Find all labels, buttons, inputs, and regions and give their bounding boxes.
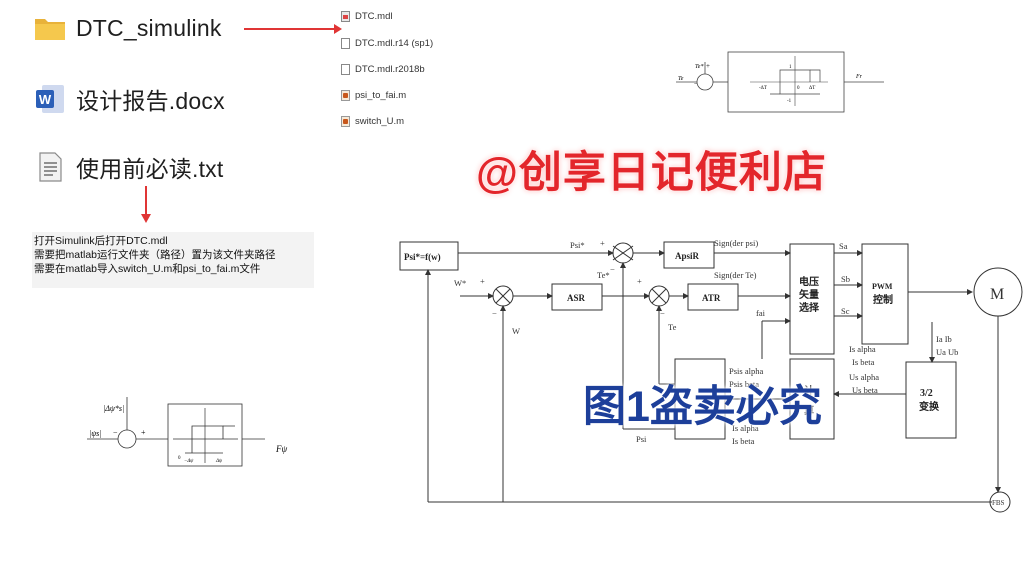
t32-label-1: 3/2 — [920, 388, 933, 399]
minus-sign: − — [660, 308, 665, 318]
plus-sign: + — [480, 276, 485, 286]
psis-beta-label: Psis beta — [729, 379, 759, 389]
dtc-block-diagram: Psi*=f(w) ApsiR ASR ATR 电压 矢量 选择 PWM 控制 … — [399, 238, 1023, 513]
vsel-label-3: 选择 — [799, 301, 820, 314]
t32-label-2: 变换 — [919, 400, 940, 413]
sa-label: Sa — [839, 241, 848, 251]
file-row-report-docx[interactable]: W 设计报告.docx — [34, 82, 225, 116]
sign-psi-label: Sign(der psi) — [714, 238, 758, 248]
note-line: 打开Simulink后打开DTC.mdl — [34, 235, 168, 247]
sb-label: Sb — [841, 274, 850, 284]
ia-ib-label: Ia Ib — [936, 334, 952, 344]
subfile-name: DTC.mdl.r14 (sp1) — [355, 38, 434, 49]
flux-hysteresis-diagram: |Δψ*s| |ψs| − + 0 −Δψ Δψ Fψ — [87, 397, 287, 467]
flux-input-label: |ψs| — [89, 429, 101, 438]
file-name: 设计报告.docx — [76, 88, 225, 114]
note-line: 需要把matlab运行文件夹（路径）置为该文件夹路径 — [34, 249, 276, 261]
us-alpha-label: Us alpha — [849, 372, 879, 382]
subfile-switch-u[interactable]: switch_U.m — [341, 116, 404, 127]
flux-ref-label: |Δψ*s| — [103, 404, 124, 413]
fbs-label: FBS — [992, 499, 1005, 507]
torque-hysteresis-diagram: Te Te* + − 1 -1 0 -ΔT ΔT Fr — [676, 51, 884, 113]
vsel-label-1: 电压 — [799, 275, 819, 288]
pos-delta-label: ΔT — [809, 86, 815, 91]
fai-label: fai — [756, 308, 766, 318]
level-neg-label: -1 — [787, 99, 792, 104]
level-pos-label: 1 — [789, 65, 792, 70]
subfile-name: psi_to_fai.m — [355, 90, 407, 101]
subfile-dtc-mdl[interactable]: DTC.mdl — [341, 11, 392, 22]
svg-text:W: W — [39, 92, 52, 107]
file-icon — [341, 64, 350, 75]
torque-input-label: Te — [678, 76, 684, 82]
minus-sign: − — [113, 428, 118, 437]
pwm-label-1: PWM — [872, 282, 893, 291]
neg-delta-label: -ΔT — [759, 86, 767, 91]
sign-te-label: Sign(der Te) — [714, 270, 757, 280]
plus-sign: + — [600, 238, 605, 248]
subfile-dtc-mdl-r14[interactable]: DTC.mdl.r14 (sp1) — [341, 38, 433, 49]
psi-f-block-label: Psi*=f(w) — [404, 252, 441, 262]
is-alpha-2-label: Is alpha — [732, 423, 759, 433]
asr-block-label: ASR — [567, 293, 586, 303]
subfile-name: DTC.mdl — [355, 11, 393, 22]
subfile-psi-to-fai[interactable]: psi_to_fai.m — [341, 90, 406, 101]
folder-icon — [34, 12, 66, 44]
minus-sign: − — [492, 308, 497, 318]
copyright-stamp: 图1盗卖必究 — [583, 383, 822, 431]
file-name: 使用前必读.txt — [76, 156, 224, 182]
psi-star-label: Psi* — [570, 240, 585, 250]
is-beta-label: Is beta — [852, 357, 875, 367]
pwm-label-2: 控制 — [873, 293, 893, 306]
calc-label-1: 计 — [804, 384, 814, 397]
text-file-icon — [34, 151, 66, 183]
atr-block-label: ATR — [702, 293, 721, 303]
te-label: Te — [668, 322, 677, 332]
minus-sign: − — [694, 80, 698, 88]
zero-label: 0 — [797, 86, 800, 91]
torque-output-label: Fr — [855, 74, 863, 80]
word-doc-icon: W — [34, 83, 66, 115]
plus-sign: + — [141, 428, 146, 437]
torque-ref-label: Te* — [695, 64, 703, 70]
matlab-script-icon — [341, 116, 350, 127]
shop-watermark: @创享日记便利店 — [476, 149, 827, 197]
plus-sign: + — [637, 276, 642, 286]
pos-delta-label: Δψ — [215, 459, 223, 464]
minus-sign: − — [610, 264, 615, 274]
psis-alpha-label: Psis alpha — [729, 366, 763, 376]
plus-sign: + — [706, 62, 710, 70]
apsir-block-label: ApsiR — [675, 251, 700, 261]
note-line: 需要在matlab导入switch_U.m和psi_to_fai.m文件 — [34, 263, 261, 275]
sc-label: Sc — [841, 306, 850, 316]
neg-delta-label: −Δψ — [184, 459, 194, 464]
readme-note: 打开Simulink后打开DTC.mdl 需要把matlab运行文件夹（路径）置… — [32, 232, 314, 288]
w-label: W — [512, 326, 520, 336]
is-beta-2-label: Is beta — [732, 436, 755, 446]
is-alpha-label: Is alpha — [849, 344, 876, 354]
us-beta-label: Us beta — [852, 385, 878, 395]
te-star-label: Te* — [597, 270, 610, 280]
motor-label: M — [990, 286, 1004, 303]
simulink-model-icon — [341, 11, 350, 22]
vsel-label-2: 矢量 — [799, 288, 819, 301]
ua-ub-label: Ua Ub — [936, 347, 958, 357]
psi-label: Psi — [636, 434, 647, 444]
subfile-name: switch_U.m — [355, 116, 405, 127]
subfile-dtc-mdl-r2018b[interactable]: DTC.mdl.r2018b — [341, 64, 425, 75]
file-icon — [341, 38, 350, 49]
file-name: DTC_simulink — [76, 14, 222, 41]
subfile-name: DTC.mdl.r2018b — [355, 64, 425, 75]
file-row-readme-txt[interactable]: 使用前必读.txt — [34, 150, 223, 184]
matlab-script-icon — [341, 90, 350, 101]
zero-label: 0 — [178, 456, 181, 461]
file-row-dtc-simulink[interactable]: DTC_simulink — [34, 12, 222, 44]
w-star-label: W* — [454, 278, 466, 288]
flux-output-label: Fψ — [275, 444, 287, 454]
calc-label-2: 算 — [803, 404, 814, 417]
